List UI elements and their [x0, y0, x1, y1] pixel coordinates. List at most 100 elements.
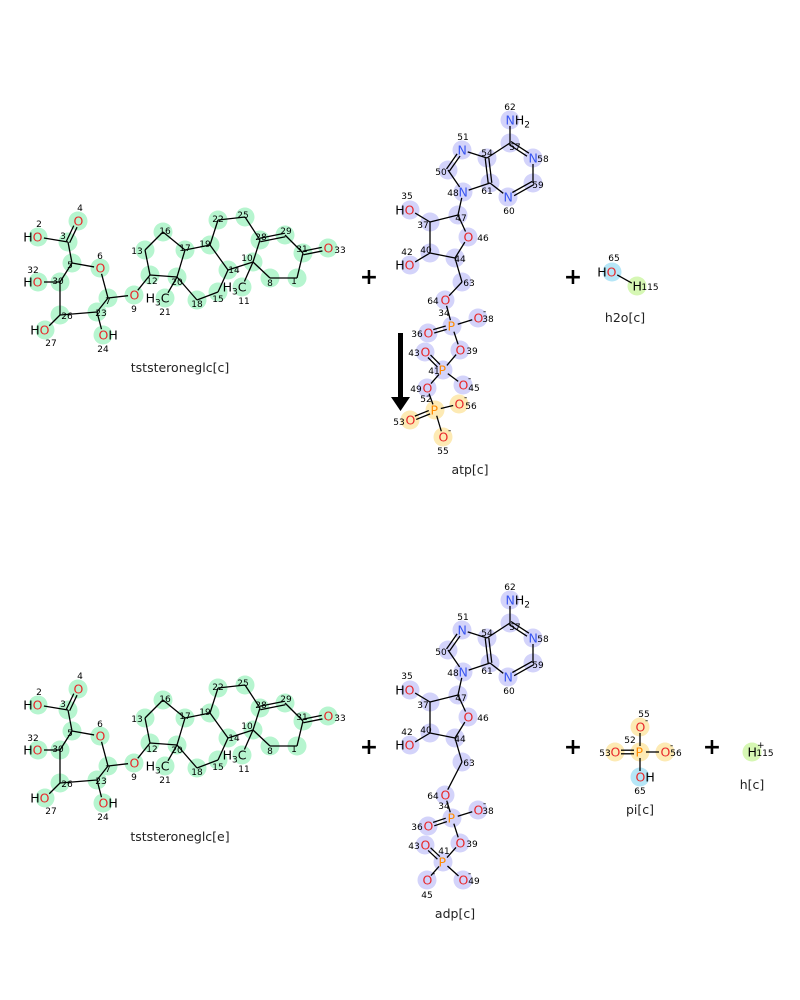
atom-highlight-55 [630, 717, 650, 737]
bond-15-18 [196, 759, 219, 769]
bond-23-7 [96, 297, 109, 313]
atom-52: P52 [624, 736, 643, 760]
atom-number: 59 [532, 181, 544, 191]
atom-number: 13 [131, 715, 142, 725]
double-bond-57-58 [508, 620, 530, 637]
atom-54: 54 [481, 149, 493, 159]
atom-number: 54 [481, 629, 493, 639]
atom-number: 22 [212, 683, 223, 693]
charge-label: - [432, 869, 435, 879]
atom-label: O [459, 873, 469, 888]
bond-31-29 [284, 234, 304, 254]
bond-9-12 [137, 274, 151, 291]
atom-label: OH [636, 770, 655, 785]
atom-number: 20 [171, 746, 183, 756]
atom-number: 51 [457, 613, 468, 623]
atom-label: O [421, 838, 431, 853]
atom-highlight-33 [318, 706, 338, 726]
bond-13-16 [144, 231, 164, 251]
double-bond-31-33 [302, 714, 323, 724]
bond-40-44 [429, 732, 456, 739]
double-bond-52-53 [414, 409, 431, 421]
bond-3-5 [67, 709, 73, 732]
bond-20-18 [176, 276, 198, 301]
caption-h: h[c] [740, 777, 765, 792]
atom-55: O-55 [437, 426, 451, 457]
bond-48-61 [468, 182, 491, 191]
atom-43: O43 [408, 838, 430, 853]
plus-sign: + [564, 735, 582, 760]
atom-highlight-115 [742, 742, 762, 762]
atom-number: 10 [241, 254, 253, 264]
atom-highlight-65 [602, 262, 622, 282]
atom-number: 36 [411, 823, 423, 833]
atom-highlight-64 [435, 785, 455, 805]
atom-36: O36 [411, 326, 433, 341]
atom-label: HO [395, 738, 414, 753]
atom-number: 13 [131, 247, 142, 257]
atom-highlight-11 [232, 277, 252, 297]
atom-highlight-62 [500, 590, 520, 610]
bond-47-46 [457, 694, 467, 712]
atom-number: 9 [131, 305, 137, 315]
atom-highlight-48 [453, 182, 473, 202]
atom-highlight-6 [90, 258, 110, 278]
bond-5-30 [59, 262, 73, 283]
atom-1: 1 [291, 277, 297, 287]
atom-number: 11 [238, 297, 249, 307]
bond-12-13 [144, 249, 151, 276]
atom-highlight-32 [28, 272, 48, 292]
atom-number: 40 [420, 246, 432, 256]
atom-label: O [464, 710, 474, 725]
atom-17: 17 [179, 244, 190, 254]
atom-number: 58 [537, 155, 549, 165]
plus-sign: + [703, 735, 721, 760]
bond-34-39 [453, 823, 459, 838]
bond-47-37 [429, 214, 459, 223]
atom-number: 26 [61, 312, 73, 322]
atom-number: 27 [45, 807, 56, 817]
atom-label: HO [395, 683, 414, 698]
atom-43: O43 [408, 345, 430, 360]
atom-47: 47 [455, 694, 466, 704]
charge-label: - [468, 869, 471, 879]
atom-53: O53 [599, 745, 620, 760]
atom-label: O [423, 873, 433, 888]
atom-number: 36 [411, 330, 423, 340]
atom-highlight-36 [418, 323, 438, 343]
atom-4: O4 [74, 672, 84, 697]
atom-number: 42 [401, 248, 412, 258]
bond-39-41 [446, 354, 457, 366]
atom-number: 8 [267, 279, 273, 289]
atom-label: O [324, 241, 334, 256]
atom-number: 4 [77, 204, 83, 214]
bonds [414, 126, 535, 432]
bond-13-16 [144, 699, 164, 719]
double-bond-34-36 [433, 325, 447, 334]
atom-number: 59 [532, 661, 544, 671]
bond-12-13 [144, 717, 151, 744]
atom-number: 48 [447, 669, 459, 679]
atom-number: 1 [291, 277, 297, 287]
atom-number: 7 [105, 297, 111, 307]
atom-label: P [439, 855, 447, 870]
atom-64: O64 [427, 788, 450, 803]
charge-label: - [645, 716, 648, 726]
atom-number: 14 [228, 266, 240, 276]
atom-number: 33 [334, 246, 345, 256]
atom-highlight-55 [433, 427, 453, 447]
atom-45: O-45 [459, 374, 480, 394]
atom-number: 115 [641, 283, 658, 293]
atom-4: O4 [74, 204, 84, 229]
atom-number: 49 [410, 385, 422, 395]
